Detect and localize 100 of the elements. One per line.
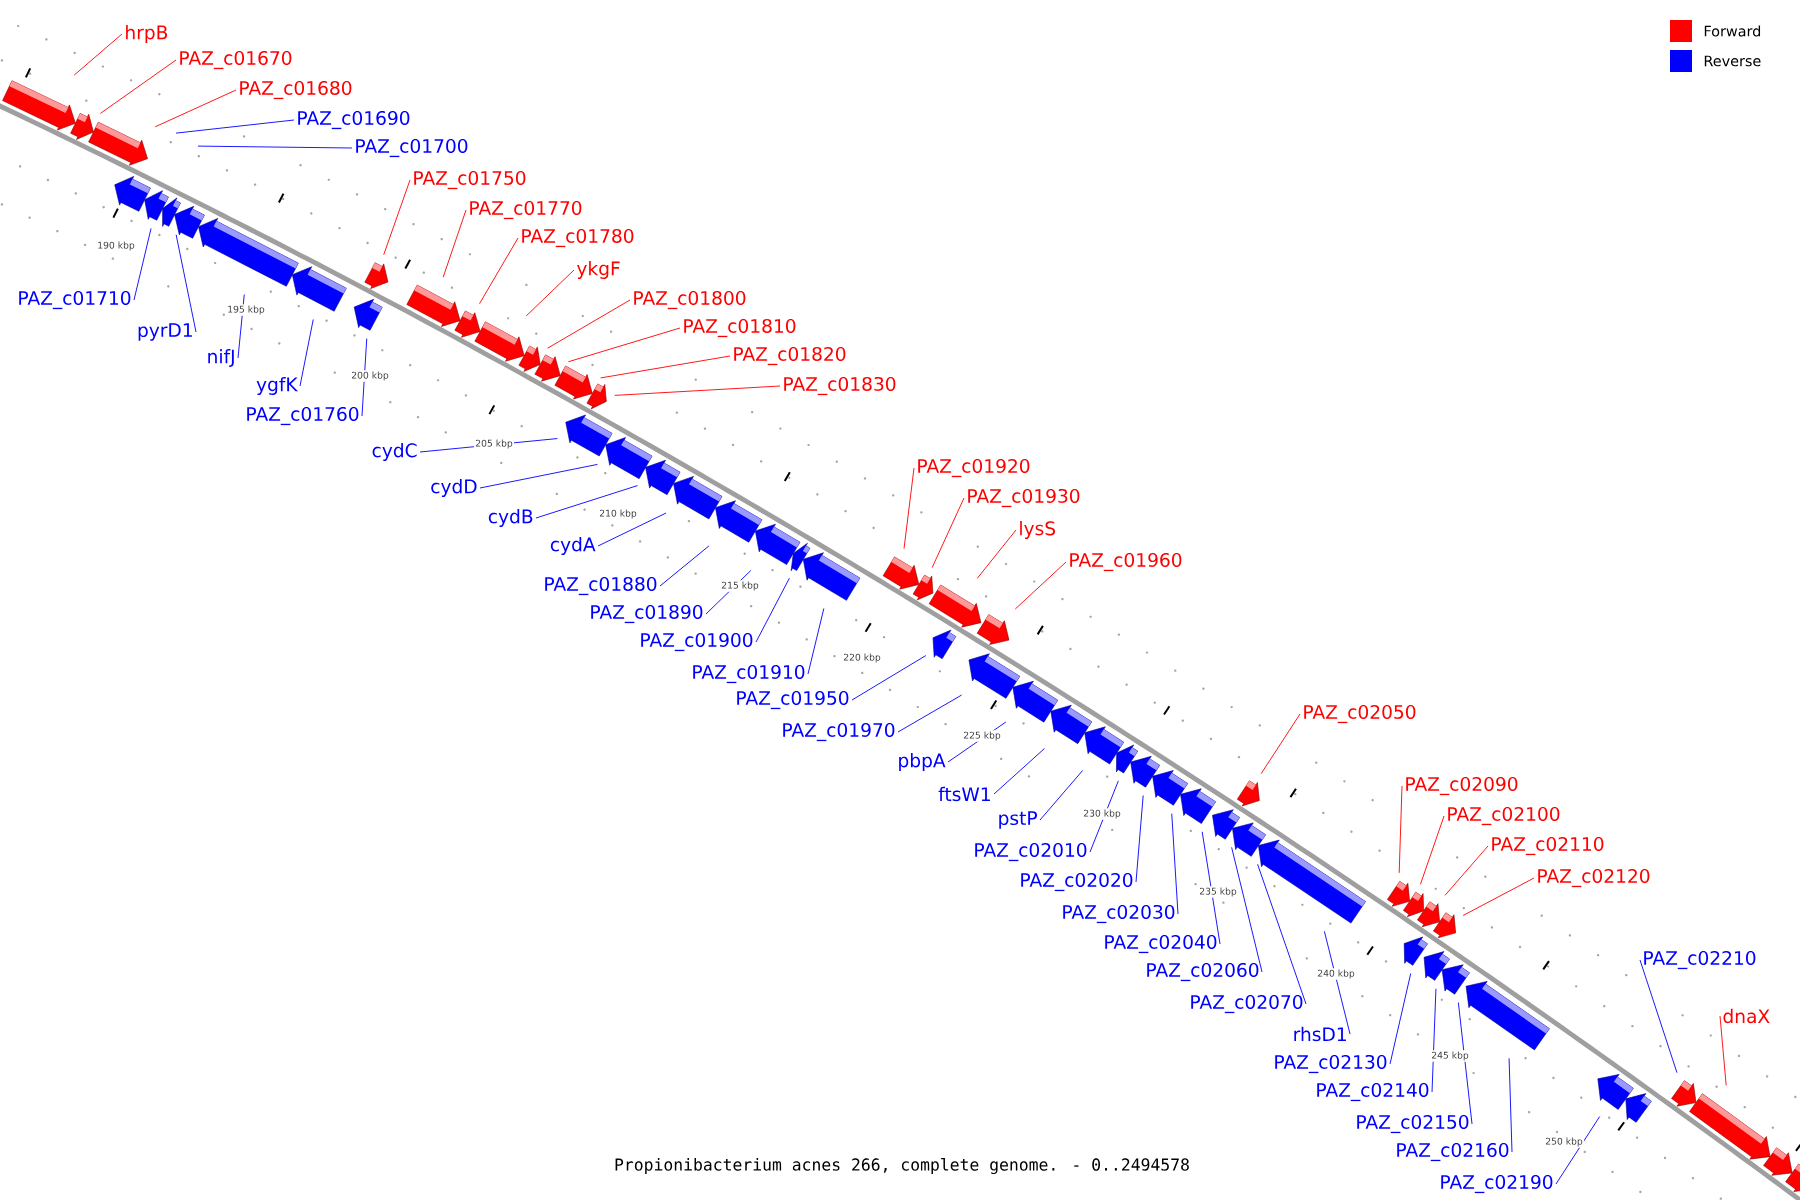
gene-label: PAZ_c01770 <box>470 200 582 220</box>
gene-label: PAZ_c01780 <box>522 228 634 248</box>
gene-block <box>1012 680 1059 723</box>
gene-block <box>790 542 811 571</box>
gene-block <box>645 460 681 495</box>
leader-line <box>903 467 915 550</box>
gene-label: PAZ_c01830 <box>784 376 896 396</box>
gene-block <box>1785 1163 1800 1192</box>
leader-line <box>99 59 177 114</box>
leader-line <box>600 355 731 379</box>
gene-label: ykgF <box>576 261 620 279</box>
gene-block <box>174 206 205 239</box>
gene-block <box>353 299 383 331</box>
gene-block <box>162 197 181 227</box>
gene-block <box>292 266 347 312</box>
leader-line <box>1323 930 1351 1035</box>
gene-block <box>2 80 76 131</box>
gene-block <box>1050 704 1092 744</box>
gene-block <box>88 121 148 166</box>
leader-line <box>1389 973 1412 1065</box>
gene-label: PAZ_c01760 <box>247 406 359 426</box>
gene-block <box>1116 744 1138 774</box>
leader-line <box>659 545 710 587</box>
gene-block <box>364 262 389 289</box>
gene-block <box>1258 839 1366 924</box>
gene-block <box>1130 756 1160 788</box>
gene-block <box>605 437 653 479</box>
leader-line <box>535 485 639 519</box>
gene-label: PAZ_c02120 <box>1538 868 1650 888</box>
gene-block <box>715 500 763 543</box>
gene-label: pbpA <box>899 753 946 771</box>
leader-line <box>525 269 575 317</box>
leader-line <box>1508 1057 1513 1153</box>
gene-label: PAZ_c02070 <box>1191 994 1303 1014</box>
leader-line <box>197 145 353 149</box>
leader-line <box>1420 815 1445 885</box>
gene-label: PAZ_c02010 <box>975 842 1087 862</box>
leader-line <box>547 299 631 349</box>
leader-line <box>1555 1116 1601 1185</box>
gene-block <box>802 552 861 601</box>
gene-label: PAZ_c02110 <box>1492 836 1604 856</box>
leader-line <box>442 209 467 278</box>
gene-block <box>1465 981 1550 1051</box>
leader-line <box>133 227 152 301</box>
gene-block <box>474 321 525 362</box>
gene-label: pstP <box>999 811 1037 829</box>
gene-block <box>554 365 593 400</box>
gene-label: cydB <box>488 509 533 527</box>
leader-line <box>1231 846 1263 973</box>
gene-block <box>976 614 1010 645</box>
leader-line <box>175 119 295 134</box>
gene-block <box>114 176 151 212</box>
gene-block <box>1689 1093 1771 1160</box>
gene-label: PAZ_c01950 <box>737 690 849 710</box>
leader-line <box>807 608 825 675</box>
gene-block <box>755 523 801 565</box>
gene-block <box>1232 822 1266 857</box>
gene-label: PAZ_c02060 <box>1147 962 1259 982</box>
leader-line <box>931 497 965 568</box>
gene-block <box>882 556 920 590</box>
leader-line <box>1444 845 1489 896</box>
gene-block <box>1597 1074 1634 1110</box>
leader-line <box>993 748 1045 795</box>
gene-block <box>1763 1147 1793 1176</box>
gene-block <box>70 113 94 140</box>
gene-label: PAZ_c01820 <box>734 346 846 366</box>
gene-block <box>1417 901 1440 928</box>
gene-label: PAZ_c01800 <box>634 290 746 310</box>
leader-line <box>73 33 123 76</box>
gene-block <box>928 584 982 628</box>
gene-label: PAZ_c01750 <box>414 170 526 190</box>
leader-line <box>1014 561 1067 610</box>
gene-label: PAZ_c02030 <box>1063 904 1175 924</box>
gene-block <box>144 190 169 221</box>
leader-line <box>1201 831 1221 945</box>
gene-block <box>1084 726 1124 765</box>
leader-line <box>1135 795 1144 883</box>
leader-line <box>361 338 368 417</box>
gene-label: lysS <box>1020 521 1056 539</box>
gene-block <box>1423 951 1450 981</box>
gene-label: PAZ_c02090 <box>1406 776 1518 796</box>
gene-block <box>1152 770 1188 806</box>
leader-line <box>976 529 1017 579</box>
gene-block <box>1625 1093 1652 1123</box>
gene-label: nifJ <box>208 349 234 367</box>
gene-label: rhsD1 <box>1294 1026 1346 1042</box>
gene-label: cydA <box>550 537 596 555</box>
leader-line <box>1431 988 1437 1093</box>
gene-label: cydC <box>372 443 417 461</box>
gene-label: PAZ_c01890 <box>591 604 703 624</box>
leader-line <box>479 237 519 305</box>
leader-line <box>614 385 781 396</box>
gene-block <box>586 383 607 410</box>
gene-block <box>1441 964 1470 995</box>
leader-line <box>1257 863 1307 1005</box>
leader-line <box>479 463 598 489</box>
leader-line <box>567 327 681 363</box>
leader-line <box>1639 959 1678 1074</box>
leader-line <box>705 570 752 615</box>
leader-line <box>755 577 790 643</box>
